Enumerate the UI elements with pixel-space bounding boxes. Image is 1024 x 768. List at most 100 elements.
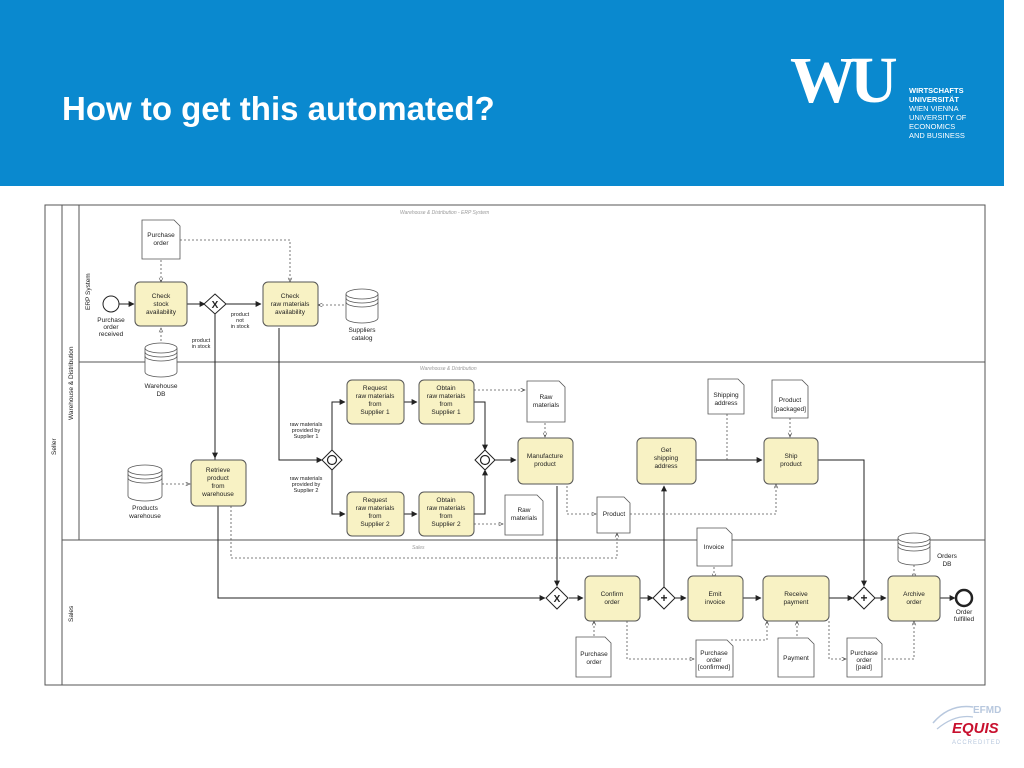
or-gateway-join bbox=[474, 449, 496, 471]
lane-label-warehouse: Warehouse & Distribution bbox=[68, 346, 75, 420]
accredited-label: ACCREDITED bbox=[952, 740, 1002, 746]
pool-frame bbox=[44, 204, 986, 686]
svg-text:X: X bbox=[212, 300, 219, 311]
svg-text:X: X bbox=[554, 594, 561, 605]
pool-label-seller: Seller bbox=[51, 438, 58, 455]
efmd-label: EFMD bbox=[973, 705, 1002, 716]
data-object-invoice: Invoice bbox=[696, 527, 733, 567]
banner-edge bbox=[1004, 0, 1024, 186]
data-object-payment: Payment bbox=[777, 637, 815, 678]
and-gateway-split: + bbox=[652, 586, 676, 610]
group-label-wd: Warehouse & Distribution bbox=[420, 366, 477, 372]
group-label-erp: Warehouse & Distribution - ERP System bbox=[400, 210, 489, 216]
title-banner bbox=[0, 0, 1004, 186]
or-gateway-split bbox=[321, 449, 343, 471]
group-label-sales: Sales bbox=[412, 545, 425, 551]
slide-title: How to get this automated? bbox=[62, 90, 495, 127]
data-object-product-packaged: Product[packaged] bbox=[771, 379, 809, 419]
wu-logo: WU WIRTSCHAFTS UNIVERSITÄT WIEN VIENNA U… bbox=[790, 48, 990, 148]
logo-line: UNIVERSITY OF bbox=[909, 113, 967, 122]
data-object-product: Product bbox=[596, 496, 631, 534]
equis-label: EQUIS bbox=[952, 720, 999, 737]
svg-text:Invoice: Invoice bbox=[704, 544, 725, 551]
logo-line: WIEN VIENNA bbox=[909, 104, 959, 113]
xor-gateway-stock: X bbox=[203, 293, 227, 315]
logo-line: ECONOMICS bbox=[909, 122, 956, 131]
logo-line: AND BUSINESS bbox=[909, 131, 965, 140]
data-store-warehouse-db bbox=[144, 342, 178, 378]
data-store-products-warehouse bbox=[127, 464, 163, 502]
svg-text:Product[packaged]: Product[packaged] bbox=[774, 397, 806, 413]
svg-text:+: + bbox=[660, 591, 667, 605]
equis-swoosh-icon bbox=[932, 705, 974, 730]
data-store-orders-db bbox=[897, 532, 931, 566]
logo-line: WIRTSCHAFTS bbox=[909, 86, 964, 95]
and-gateway-join: + bbox=[852, 586, 876, 610]
logo-line: UNIVERSITÄT bbox=[909, 95, 960, 104]
svg-text:+: + bbox=[860, 591, 867, 605]
lane-label-erp: ERP System bbox=[85, 273, 92, 310]
lane-label-sales: Sales bbox=[68, 605, 75, 622]
xor-gateway-merge: X bbox=[545, 586, 569, 610]
wu-logo-mark: WU bbox=[790, 44, 898, 117]
data-store-suppliers-catalog bbox=[345, 288, 379, 324]
svg-text:Payment: Payment bbox=[783, 655, 809, 662]
svg-text:Product: Product bbox=[603, 511, 626, 518]
